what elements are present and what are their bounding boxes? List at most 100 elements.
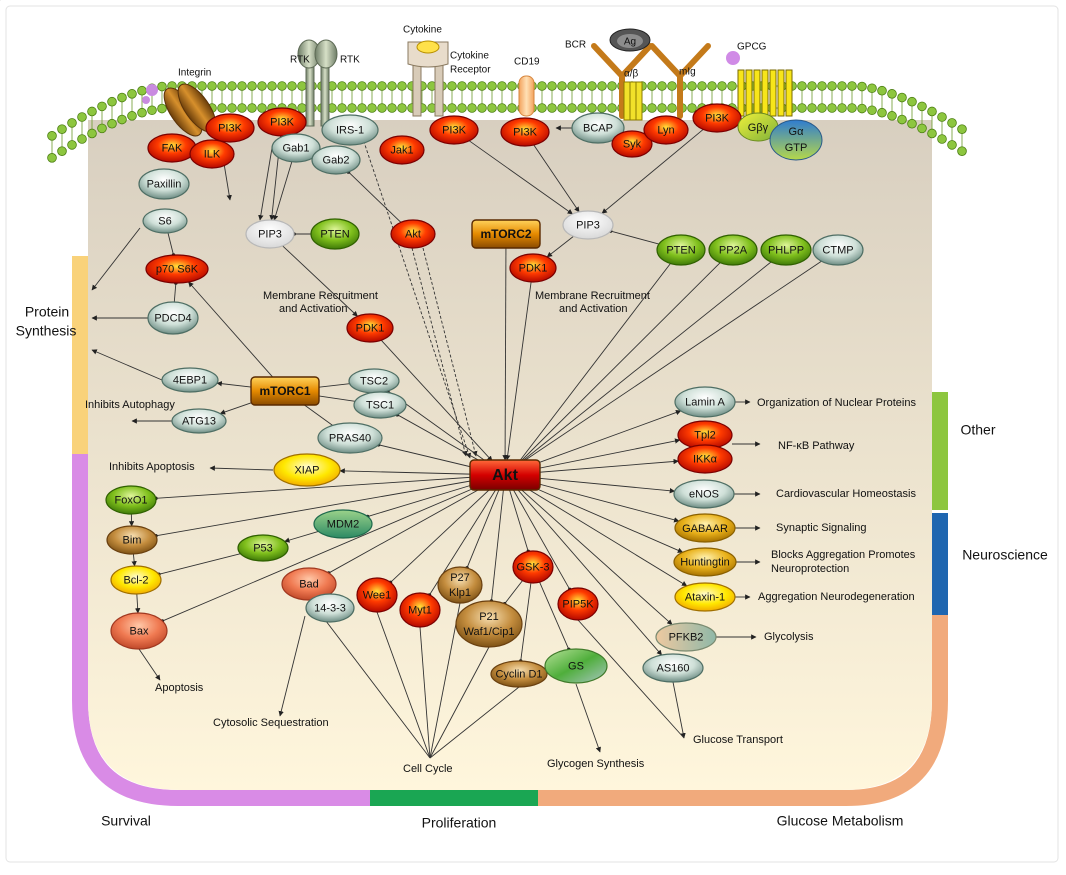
node-akt_small: Akt (391, 220, 435, 248)
node-irs1: IRS-1 (322, 115, 378, 145)
inhibits-apoptosis-label: Inhibits Apoptosis (109, 461, 195, 473)
lipid-head (78, 135, 87, 144)
node-label-s6: S6 (158, 215, 171, 227)
lipid-head (48, 153, 57, 162)
lipid-head (838, 104, 847, 113)
lipid-head (128, 111, 137, 120)
lipid-head (218, 104, 227, 113)
lipid-head (238, 104, 247, 113)
lipid-head (138, 86, 147, 95)
lipid-head (348, 82, 357, 91)
lipid-head (668, 104, 677, 113)
node-enos: eNOS (674, 480, 734, 508)
node-label-pi3k_b: PI3K (270, 116, 295, 128)
lipid-head (898, 115, 907, 124)
lipid-head (598, 82, 607, 91)
lipid-head (908, 97, 917, 106)
cd19-label: CD19 (514, 57, 540, 68)
lipid-head (858, 104, 867, 113)
node-label-gsk3: GSK-3 (516, 561, 549, 573)
lipid-head (398, 104, 407, 113)
lipid-head (158, 82, 167, 91)
glycogen-synthesis-label: Glycogen Synthesis (547, 758, 645, 770)
node-label-bad: Bad (299, 578, 319, 590)
lipid-head (568, 104, 577, 113)
lipid-head (238, 82, 247, 91)
node-ataxin1: Ataxin-1 (675, 583, 735, 611)
node-pi3k_c: PI3K (430, 116, 478, 144)
mig-label: mIg (679, 67, 696, 78)
node-label-pip3_left: PIP3 (258, 228, 282, 240)
lipid-head (848, 104, 857, 113)
outcome-label: Glycolysis (764, 631, 814, 643)
lipid-head (448, 82, 457, 91)
node-pi3k_e: PI3K (693, 104, 741, 132)
ga-label: Gα (789, 126, 805, 138)
lipid-head (468, 104, 477, 113)
node-gabaar: GABAAR (675, 514, 735, 542)
node-label-pip3_right: PIP3 (576, 219, 600, 231)
lipid-head (368, 104, 377, 113)
node-pten_right: PTEN (657, 235, 705, 265)
node-label-lyn: Lyn (657, 124, 674, 136)
node-label-pfkb2: PFKB2 (669, 631, 704, 643)
node-label-gs: GS (568, 660, 584, 672)
cytokine-receptor-label: Cytokine (450, 51, 489, 62)
lipid-head (608, 104, 617, 113)
lipid-head (588, 104, 597, 113)
lipid-head (298, 82, 307, 91)
lipid-head (928, 107, 937, 116)
node-label-pdk1_right: PDK1 (519, 262, 548, 274)
lipid-head (558, 104, 567, 113)
node-pip5k: PIP5K (558, 588, 598, 620)
node-pdcd4: PDCD4 (148, 302, 198, 334)
node-atg13: ATG13 (172, 409, 226, 433)
lipid-head (48, 131, 57, 140)
node-bcl2: Bcl-2 (111, 566, 161, 594)
membrane-recruitment-label: and Activation (559, 303, 628, 315)
lipid-head (288, 82, 297, 91)
lipid-head (878, 86, 887, 95)
lipid-head (798, 104, 807, 113)
node-label-xiap: XIAP (294, 464, 319, 476)
lipid-head (458, 82, 467, 91)
node-label-mtorc2: mTORC2 (480, 227, 531, 241)
lipid-head (828, 104, 837, 113)
lipid-head (508, 82, 517, 91)
node-label-pp2a: PP2A (719, 244, 748, 256)
node-label-tsc2: TSC2 (360, 375, 388, 387)
lipid-head (888, 89, 897, 98)
node-pip3_right: PIP3 (563, 211, 613, 239)
lipid-head (938, 135, 947, 144)
node-label-p70s6k: p70 S6K (156, 263, 199, 275)
node-cyclind1: Cyclin D1 (491, 661, 547, 687)
lipid-head (538, 104, 547, 113)
lipid-head (958, 147, 967, 156)
lipid-head (478, 82, 487, 91)
node-label-bcl2: Bcl-2 (123, 574, 148, 586)
node-mtorc1: mTORC1 (251, 377, 319, 405)
node-label-atg13: ATG13 (182, 415, 216, 427)
apoptosis-label: Apoptosis (155, 682, 204, 694)
lipid-head (488, 104, 497, 113)
node-label-bax: Bax (130, 625, 149, 637)
lipid-head (368, 82, 377, 91)
cell-cycle-label: Cell Cycle (403, 763, 453, 775)
outcome-label: Cardiovascular Homeostasis (776, 488, 916, 500)
lipid-head (918, 124, 927, 133)
lipid-head (548, 82, 557, 91)
node-pras40: PRAS40 (318, 423, 382, 453)
node-label-pi3k_d: PI3K (513, 126, 538, 138)
node-label-pi3k_a: PI3K (218, 122, 243, 134)
node-paxillin: Paxillin (139, 169, 189, 199)
node-jak1: Jak1 (380, 136, 424, 164)
lipid-head (358, 82, 367, 91)
lipid-head (338, 82, 347, 91)
node-pdk1_right: PDK1 (510, 254, 556, 282)
lipid-head (598, 104, 607, 113)
lipid-head (868, 84, 877, 93)
node-s6: S6 (143, 209, 187, 233)
node-ilk: ILK (190, 140, 234, 168)
